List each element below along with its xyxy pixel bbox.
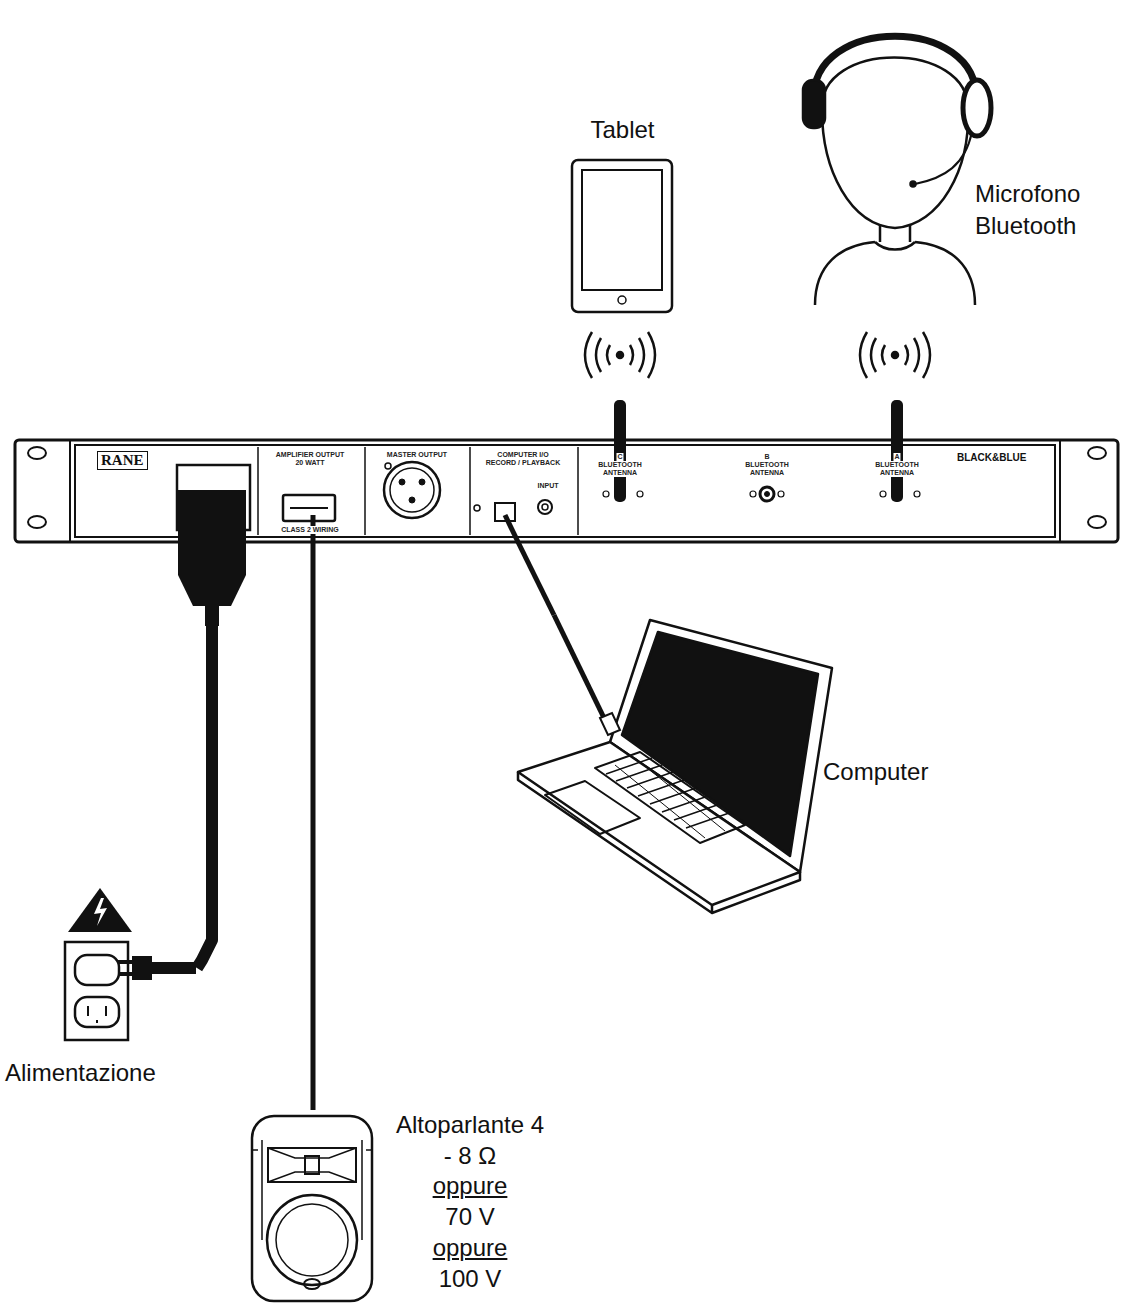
panel-label: BLUETOOTH <box>744 461 789 469</box>
cable-stub <box>505 515 518 542</box>
antenna <box>891 400 903 502</box>
panel-label: ANTENNA <box>749 469 785 477</box>
laptop-icon <box>518 620 832 913</box>
node-label: 100 V <box>395 1264 545 1295</box>
panel-label: INPUT <box>537 482 560 490</box>
panel-label: MASTER OUTPUT <box>386 451 448 459</box>
computer-node: Computer <box>515 615 960 915</box>
panel-label: B <box>763 453 770 461</box>
panel-label: BLUETOOTH <box>597 461 642 469</box>
power-node: Alimentazione <box>5 895 197 1095</box>
node-label: Microfono Bluetooth <box>975 178 1110 243</box>
microphone-node: Microfono Bluetooth <box>790 10 1115 310</box>
node-label: BLACK&BLUE <box>957 452 1026 463</box>
wall-plug <box>118 956 196 980</box>
cable-connector <box>311 542 316 1110</box>
panel-label: COMPUTER I/O <box>496 451 549 459</box>
node-label: 70 V <box>395 1202 545 1233</box>
panel-label: ANTENNA <box>602 469 638 477</box>
tablet-icon <box>572 160 672 312</box>
node-label: Tablet <box>565 116 680 145</box>
text-column: Alimentazione <box>5 1059 195 1088</box>
speaker-node: Altoparlante 4 - 8 Ωoppure70 Voppure100 … <box>245 1110 555 1305</box>
panel-label: C <box>616 453 623 461</box>
tablet-node: Tablet <box>565 110 682 315</box>
node-label: Computer <box>823 758 953 787</box>
cable-connector <box>518 542 554 615</box>
wireless-symbol <box>585 332 930 378</box>
text-column: Microfono Bluetooth <box>975 178 1110 243</box>
power-outlet <box>65 942 128 1040</box>
usb-plug <box>600 713 620 735</box>
rack-node: RANE BLACK&BLUE <box>15 440 1118 542</box>
node-label: oppure <box>395 1171 545 1202</box>
panel-label: A <box>893 453 900 461</box>
usb-cable <box>554 615 605 720</box>
text-column: Altoparlante 4 - 8 Ωoppure70 Voppure100 … <box>395 1110 545 1294</box>
node-label: oppure <box>395 1233 545 1264</box>
node-label: Altoparlante 4 - 8 Ω <box>395 1110 545 1171</box>
headset-person <box>803 36 991 305</box>
panel-label: ANTENNA <box>879 469 915 477</box>
antenna <box>614 400 626 502</box>
cable-connector <box>197 542 212 968</box>
warning-triangle <box>68 888 132 932</box>
node-label: RANE <box>97 451 148 470</box>
speaker-icon <box>252 1116 372 1301</box>
panel-label: 20 WATT <box>294 459 325 467</box>
panel-label: CLASS 2 WIRING <box>280 526 340 534</box>
node-label: Alimentazione <box>5 1059 195 1088</box>
text-column: Computer <box>823 758 953 787</box>
text-column: Tablet <box>565 116 680 145</box>
panel-label: AMPLIFIER OUTPUT <box>275 451 345 459</box>
panel-label: BLUETOOTH <box>874 461 919 469</box>
panel-label: RECORD / PLAYBACK <box>485 459 561 467</box>
